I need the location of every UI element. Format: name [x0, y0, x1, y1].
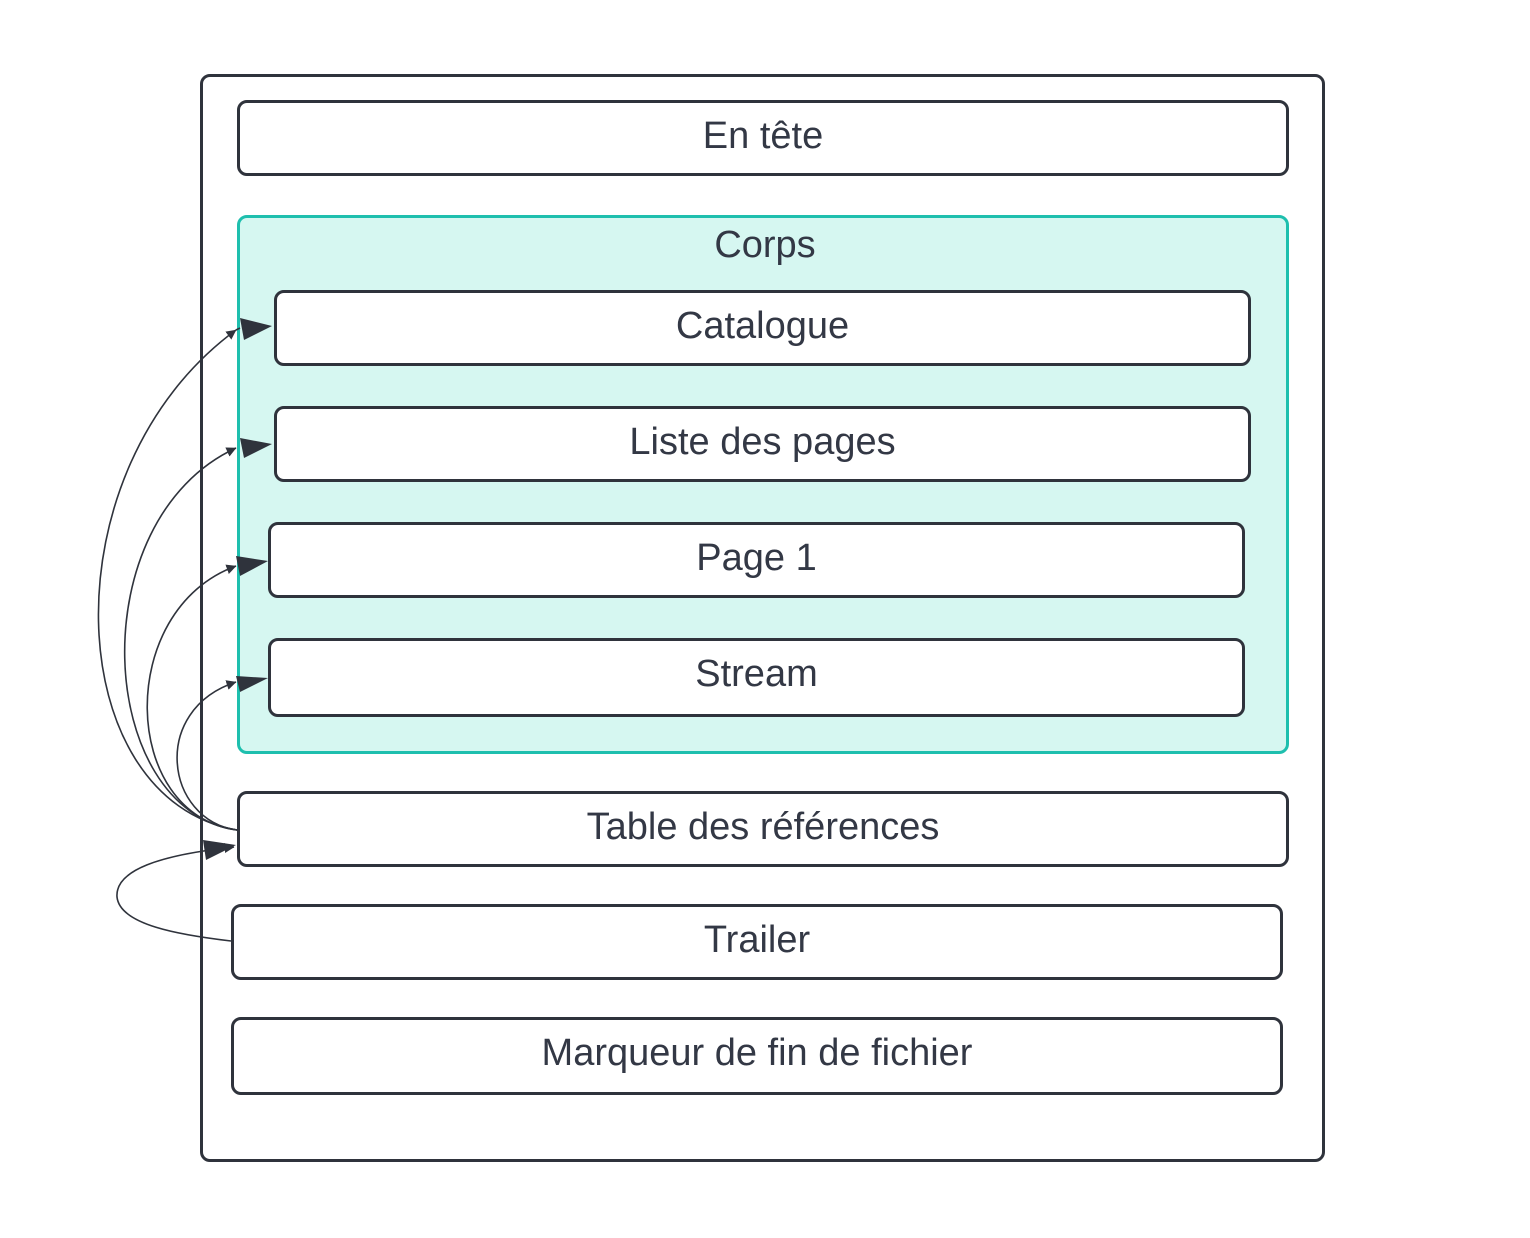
page-1-box: Page 1: [268, 522, 1245, 598]
xref-to-stream-arrow: [176, 680, 238, 831]
header-label: En tête: [702, 115, 824, 157]
arrowhead-page-1: [236, 556, 268, 576]
pdf-file-frame: [200, 74, 1325, 1162]
eof-marker-label: Marqueur de fin de fichier: [541, 1032, 973, 1074]
catalogue-label: Catalogue: [675, 305, 850, 347]
body-title: Corps: [714, 224, 816, 266]
trailer-to-xref-arrow: [116, 843, 235, 942]
page-list-label: Liste des pages: [629, 421, 896, 463]
stream-box: Stream: [268, 638, 1245, 717]
trailer-label: Trailer: [703, 919, 811, 961]
eof-marker-box: Marqueur de fin de fichier: [231, 1017, 1283, 1095]
catalogue-box: Catalogue: [274, 290, 1251, 366]
arrowhead-page-list: [240, 438, 272, 458]
xref-table-box: Table des références: [237, 791, 1289, 867]
page-1-label: Page 1: [696, 537, 817, 579]
arrowhead-catalogue: [240, 318, 272, 340]
stream-label: Stream: [695, 653, 818, 695]
xref-table-label: Table des références: [586, 806, 940, 848]
xref-to-page-1-arrow: [146, 564, 238, 831]
page-list-box: Liste des pages: [274, 406, 1251, 482]
arrowhead-xref: [203, 840, 236, 860]
xref-to-page-list-arrow: [123, 447, 238, 831]
trailer-box: Trailer: [231, 904, 1283, 980]
header-box: En tête: [237, 100, 1289, 176]
arrowhead-stream: [236, 676, 268, 692]
xref-to-catalogue-arrow: [97, 329, 238, 831]
